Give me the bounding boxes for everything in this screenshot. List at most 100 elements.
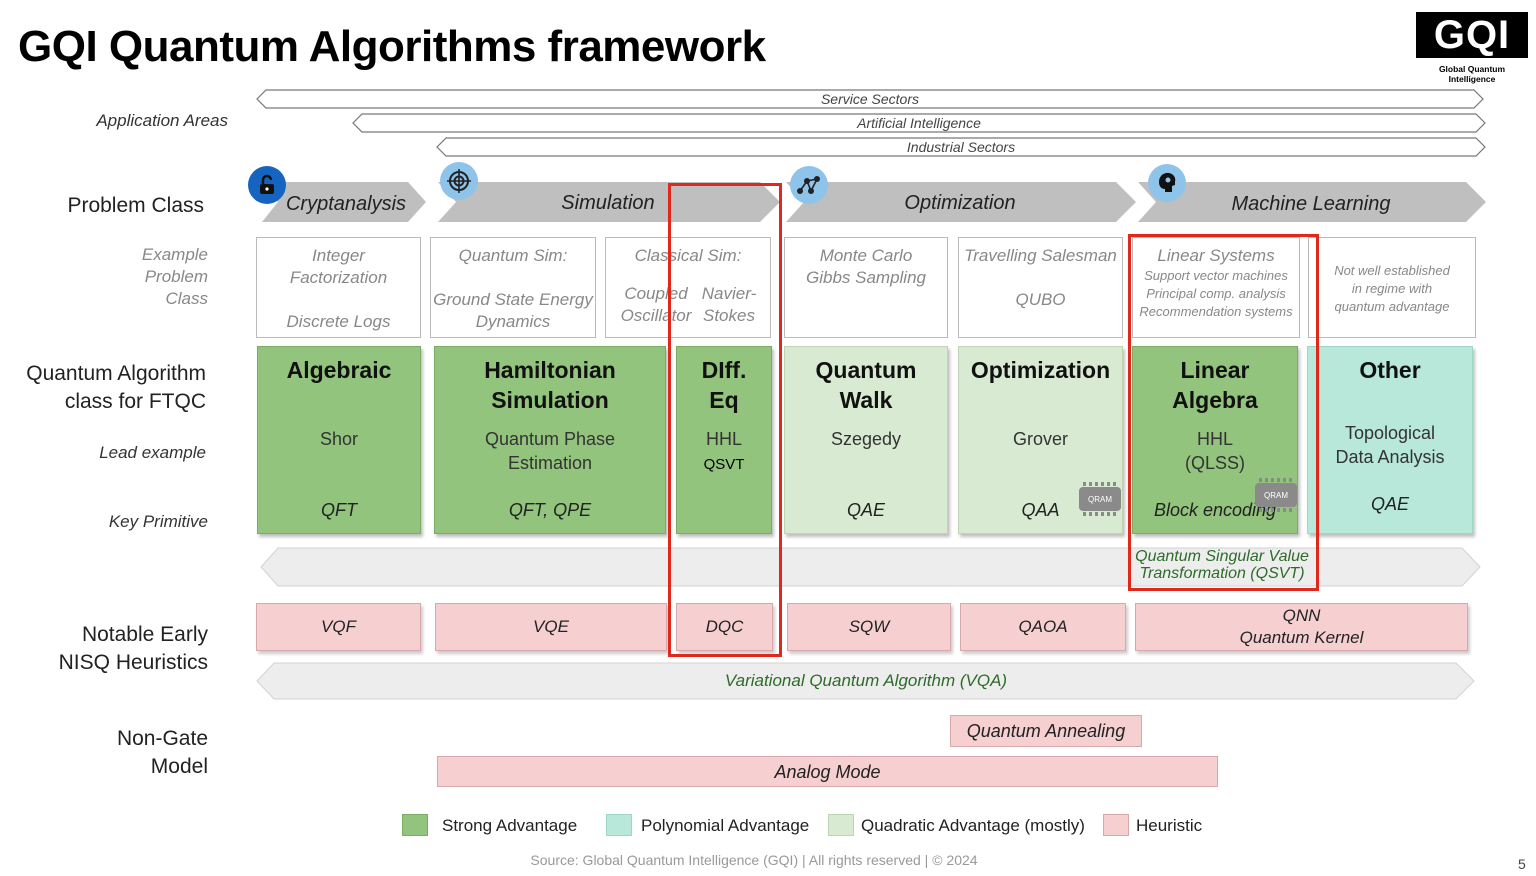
application-area-industrial-sectors: Industrial Sectors — [436, 137, 1486, 157]
problem-class-optimization: Optimization — [904, 192, 1016, 214]
chevron-optimization — [786, 182, 1136, 222]
example-line: Monte Carlo — [819, 246, 913, 265]
qsvt-line: Transformation (QSVT) — [1139, 565, 1305, 582]
example-line: Classical Sim: — [634, 246, 742, 265]
analog-mode-box: Analog Mode — [437, 756, 1218, 787]
vqa-band — [256, 662, 1475, 700]
algorithm-box-other: Other Topological Data Analysis QAE — [1307, 346, 1473, 534]
lock-icon — [248, 166, 286, 204]
example-line: Ground State Energy — [433, 290, 593, 309]
page-number: 5 — [1518, 856, 1526, 872]
label-line: Notable Early — [81, 623, 208, 646]
source-note: Source: Global Quantum Intelligence (GQI… — [530, 852, 978, 868]
example-line: Integer — [312, 246, 365, 265]
chevron-simulation — [438, 182, 780, 222]
algorithm-lead-example: (QLSS) — [1184, 453, 1245, 473]
highlight-linear-algebra — [1128, 234, 1319, 591]
application-area-label: Artificial Intelligence — [857, 115, 981, 131]
example-line: Not well established — [1334, 263, 1450, 278]
algorithm-key-primitive: QAA — [1021, 500, 1060, 520]
algorithm-box-algebraic: Algebraic Shor QFT — [257, 346, 421, 534]
label-key-primitive: Key Primitive — [108, 512, 208, 531]
heading-line: Eq — [709, 387, 739, 413]
label-line: Class — [165, 289, 208, 308]
label-lead-example: Lead example — [99, 443, 206, 462]
algorithm-lead-example: Szegedy — [830, 429, 902, 449]
algorithm-heading: Other — [1359, 357, 1421, 383]
nisq-line: Quantum Kernel — [1239, 628, 1364, 647]
legend-swatch-quadratic — [828, 814, 854, 836]
label-example-problem-class: Example Problem Class — [20, 244, 208, 310]
qsvt-band — [260, 547, 1481, 587]
example-box: Quantum Sim: Ground State Energy Dynamic… — [430, 237, 596, 338]
example-box: Classical Sim: Coupled Oscillator Navier… — [605, 237, 771, 338]
label-application-areas: Application Areas — [96, 111, 228, 130]
algorithm-lead-example: Estimation — [507, 453, 593, 473]
example-line: Support vector machines — [1144, 268, 1288, 283]
label-line: Non-Gate — [116, 727, 208, 750]
algorithm-key-primitive: QAE — [846, 500, 885, 520]
nisq-box: VQE — [435, 603, 667, 651]
example-line: Gibbs Sampling — [805, 268, 926, 287]
legend-swatch-heuristic — [1103, 814, 1129, 836]
example-line: QUBO — [1015, 290, 1066, 309]
nisq-box: SQW — [787, 603, 951, 651]
label-line: Example — [141, 245, 208, 264]
example-line: in regime with — [1351, 281, 1433, 296]
problem-class-machine-learning: Machine Learning — [1231, 193, 1391, 215]
example-box: Travelling Salesman QUBO — [958, 237, 1123, 338]
chevron-machine-learning — [1138, 182, 1486, 222]
algorithm-lead-example: Quantum Phase — [484, 429, 616, 449]
vqa-label: Variational Quantum Algorithm (VQA) — [724, 671, 1008, 690]
legend-label: Polynomial Advantage — [641, 816, 810, 835]
example-box: Not well established in regime with quan… — [1308, 237, 1476, 338]
nisq-box: DQC — [676, 603, 773, 651]
example-line: Principal comp. analysis — [1146, 286, 1286, 301]
example-line: quantum advantage — [1334, 299, 1450, 314]
example-line: Dynamics — [475, 312, 551, 331]
label-line: Problem — [144, 267, 208, 286]
label-nisq: Notable Early NISQ Heuristics — [0, 621, 208, 677]
label-line: Model — [150, 755, 208, 778]
algorithm-key-primitive: Block encoding — [1153, 500, 1277, 520]
application-area-label: Service Sectors — [820, 91, 920, 107]
algorithm-key-primitive: QFT, QPE — [508, 500, 592, 520]
example-line: Factorization — [289, 268, 388, 287]
label-line: class for FTQC — [64, 390, 206, 413]
example-line: Discrete Logs — [286, 312, 391, 331]
algorithm-lead-example: QSVT — [703, 456, 745, 473]
label-non-gate: Non-Gate Model — [0, 725, 208, 781]
quantum-annealing-box: Quantum Annealing — [950, 715, 1142, 747]
application-area-artificial-intelligence: Artificial Intelligence — [352, 113, 1486, 133]
page-title: GQI Quantum Algorithms framework — [18, 22, 766, 71]
algorithm-heading: Algebraic — [286, 357, 392, 383]
heading-line: Quantum — [815, 357, 917, 383]
example-box: Linear Systems Support vector machines P… — [1132, 237, 1300, 338]
example-line: Quantum Sim: — [458, 246, 568, 265]
algorithm-lead-example: Grover — [1012, 429, 1068, 449]
example-line: Stokes — [703, 306, 755, 325]
example-line: Navier- — [701, 284, 757, 303]
application-area-service-sectors: Service Sectors — [256, 89, 1484, 109]
problem-class-simulation: Simulation — [561, 192, 655, 214]
algorithm-heading: DIff. Eq — [677, 355, 771, 415]
algorithm-lead-example: Shor — [319, 429, 359, 449]
nisq-box: QNN Quantum Kernel — [1135, 603, 1468, 651]
heading-line: Simulation — [491, 387, 609, 413]
heading-line: Walk — [839, 387, 893, 413]
legend-swatch-polynomial — [606, 814, 632, 836]
algorithm-lead-example: HHL — [705, 429, 742, 449]
qram-chip-icon: QRAM — [1255, 478, 1297, 512]
algorithm-box-diff-eq: DIff. Eq HHL QSVT — [676, 346, 772, 534]
label-problem-class: Problem Class — [67, 194, 204, 217]
example-line: Travelling Salesman — [964, 246, 1117, 265]
example-box: Monte Carlo Gibbs Sampling — [784, 237, 948, 338]
legend-label: Quadratic Advantage (mostly) — [861, 816, 1085, 835]
heading-line: Hamiltonian — [484, 357, 616, 383]
highlight-diff-eq — [668, 183, 782, 657]
chevron-cryptanalysis — [262, 182, 426, 222]
example-box: Integer Factorization Discrete Logs — [256, 237, 421, 338]
legend-label: Strong Advantage — [442, 816, 578, 835]
label-line: Quantum Algorithm — [26, 362, 206, 385]
algorithm-lead-example: HHL — [1196, 429, 1233, 449]
